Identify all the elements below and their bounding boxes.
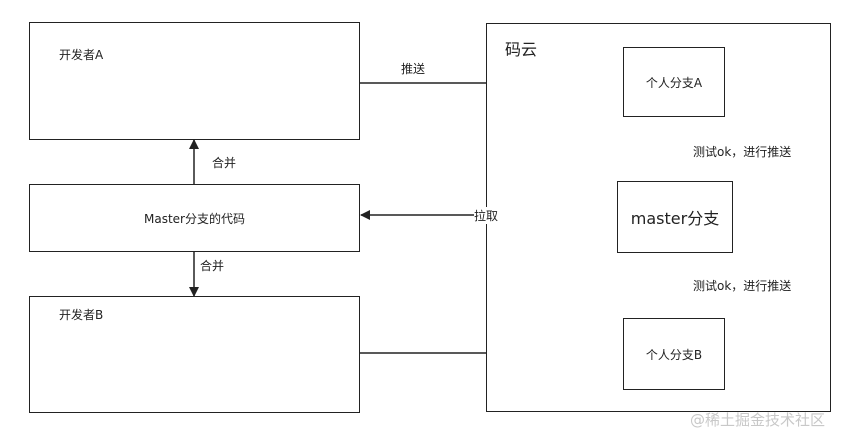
personal-branch-b-box: 个人分支B	[623, 318, 725, 390]
developer-a-box	[29, 22, 360, 140]
personal-branch-a-label: 个人分支A	[645, 75, 703, 90]
master-code-label: Master分支的代码	[144, 211, 245, 226]
developer-a-label: 开发者A	[59, 48, 104, 62]
personal-branch-a-box: 个人分支A	[623, 47, 725, 117]
developer-b-box	[29, 296, 360, 413]
push-label: 推送	[401, 60, 426, 77]
test-push-top-label: 测试ok，进行推送	[693, 143, 792, 160]
cloud-title: 码云	[505, 40, 538, 59]
merge-bottom-label: 合并	[200, 257, 225, 274]
master-branch-label: master分支	[630, 209, 720, 228]
master-code-box: Master分支的代码	[29, 184, 360, 252]
watermark: @稀土掘金技术社区	[690, 411, 826, 429]
master-branch-box: master分支	[617, 181, 733, 253]
pull-label: 拉取	[474, 207, 499, 224]
merge-top-label: 合并	[212, 154, 237, 171]
test-push-bottom-label: 测试ok，进行推送	[693, 277, 792, 294]
personal-branch-b-label: 个人分支B	[645, 347, 703, 362]
developer-b-label: 开发者B	[59, 308, 104, 322]
